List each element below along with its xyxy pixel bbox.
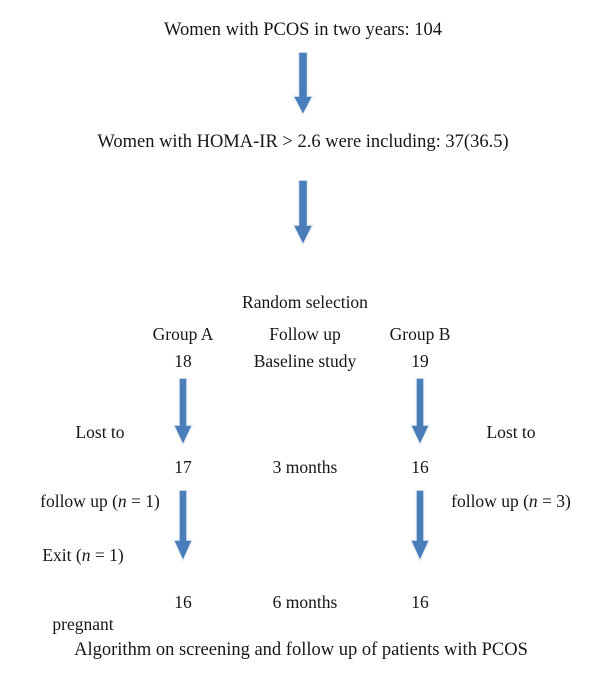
group-a-3months-count: 17 [174,457,192,477]
group-b-baseline-count: 19 [411,351,429,371]
column-header-group-b: Group B [389,324,451,344]
annotation-exit-n: n [81,545,91,566]
annotation-lost-prefix: follow up ( [40,491,118,512]
annotation-lost-n: n [528,491,538,512]
annotation-lost-to-followup-group-a: Lost to follow up (n = 1) [40,375,160,560]
node-total-women: Women with PCOS in two years: 104 [163,20,443,40]
label-6-months: 6 months [272,592,338,612]
annotation-exit-pregnant: Exit (n = 1) pregnant [42,498,123,683]
arrow-group-b-baseline-to-3months [409,378,431,446]
annotation-exit-suffix: = 1) [90,545,124,566]
annotation-lost-n: n [117,491,127,512]
figure-caption: Algorithm on screening and follow up of … [74,640,528,660]
arrow-group-a-baseline-to-3months [172,378,194,446]
annotation-exit-prefix: Exit ( [42,545,82,566]
label-baseline-study: Baseline study [253,351,357,371]
annotation-exit-line2: pregnant [52,614,114,635]
group-a-6months-count: 16 [174,592,192,612]
annotation-lost-line2: follow up (n = 3) [451,490,571,513]
annotation-lost-line1: Lost to [486,422,536,443]
arrow-top-to-second [292,52,314,116]
label-follow-up: Follow up [269,324,341,344]
annotation-lost-suffix: = 3) [537,491,571,512]
annotation-lost-suffix: = 1) [126,491,160,512]
arrow-group-a-3months-to-6months [172,490,194,562]
annotation-lost-prefix: follow up ( [451,491,529,512]
arrow-group-b-3months-to-6months [409,490,431,562]
column-header-group-a: Group A [152,324,214,344]
annotation-lost-line2: follow up (n = 1) [40,490,160,513]
annotation-lost-to-followup-group-b: Lost to follow up (n = 3) [451,375,571,560]
node-homa-ir: Women with HOMA-IR > 2.6 were including:… [97,132,509,152]
arrow-second-to-groups [292,180,314,246]
annotation-lost-line1: Lost to [75,422,125,443]
annotation-exit-line1: Exit (n = 1) [42,544,123,567]
group-b-6months-count: 16 [411,592,429,612]
group-a-baseline-count: 18 [174,351,192,371]
label-3-months: 3 months [272,457,338,477]
group-b-3months-count: 16 [411,457,429,477]
label-random-selection: Random selection [242,292,368,312]
